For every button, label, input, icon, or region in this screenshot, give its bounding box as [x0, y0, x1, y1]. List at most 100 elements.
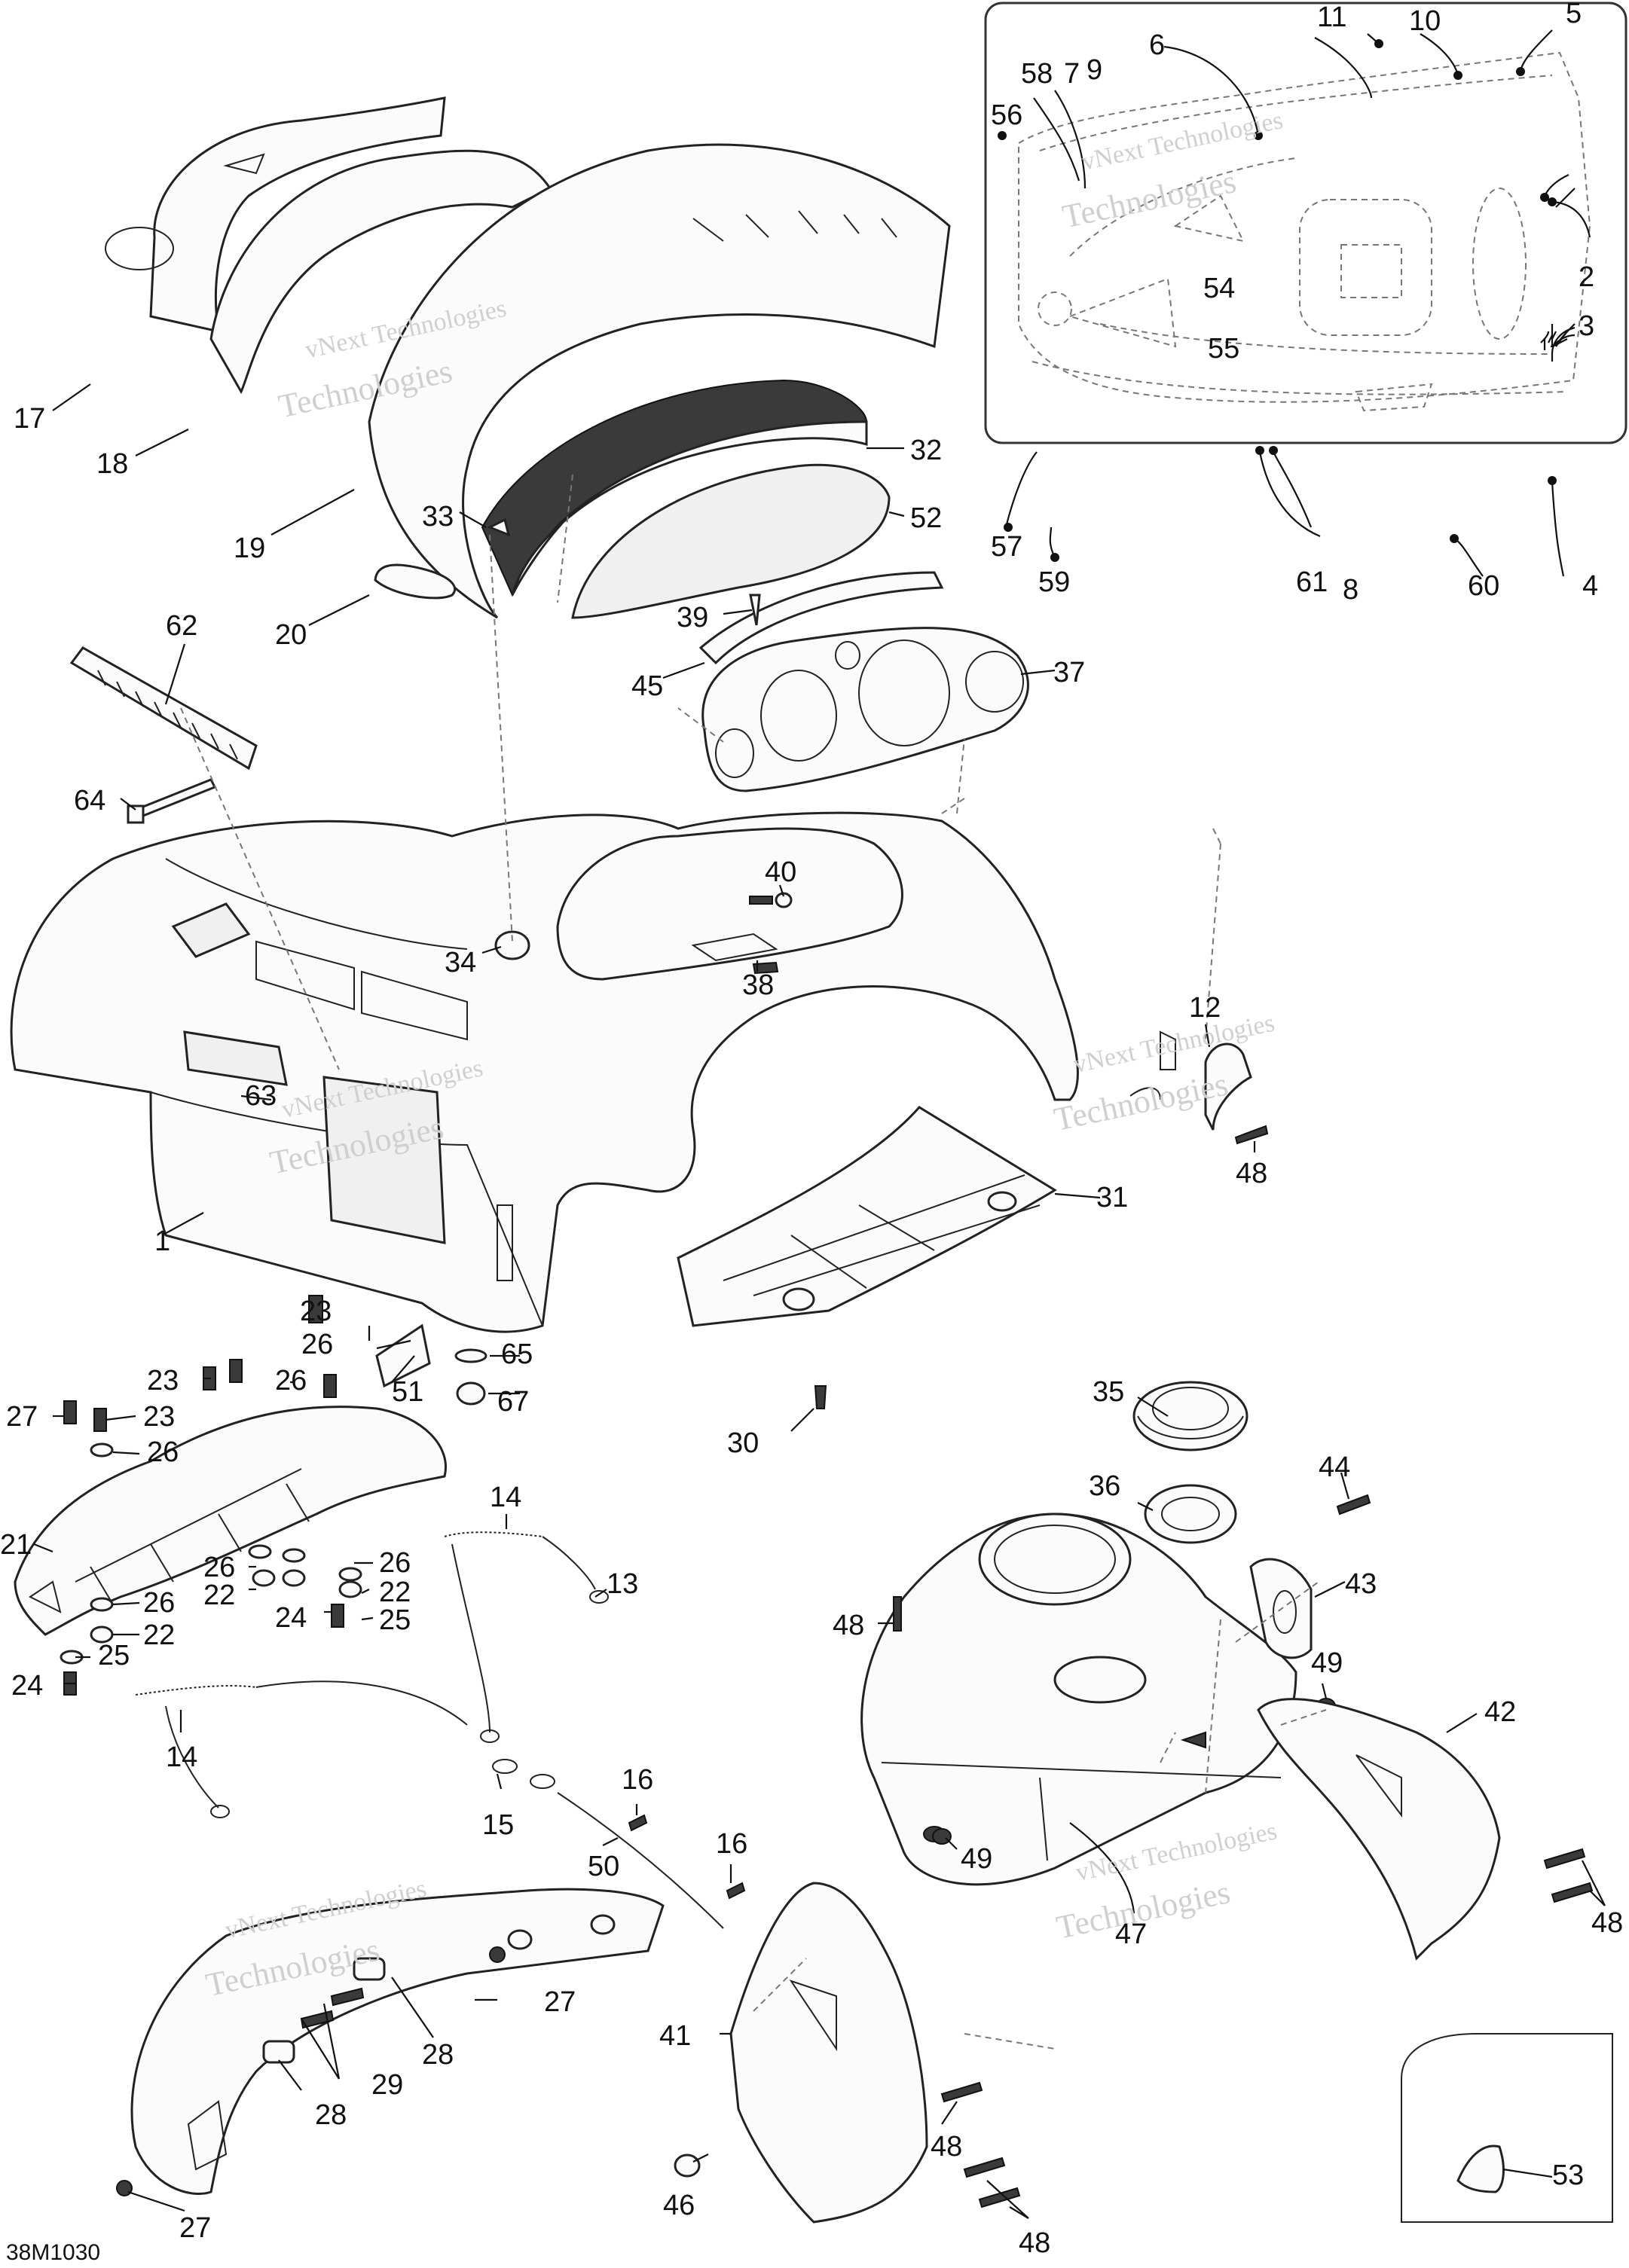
callout-37: 37	[1053, 657, 1085, 688]
callout-26-c: 26	[147, 1436, 179, 1468]
callout-26-d: 26	[379, 1547, 411, 1579]
callout-23-c: 23	[143, 1401, 175, 1433]
callout-33: 33	[422, 501, 454, 533]
callout-16-a: 16	[622, 1764, 653, 1796]
callout-47: 47	[1115, 1918, 1147, 1950]
callout-28-a: 28	[422, 2039, 454, 2071]
side-panel-42	[1257, 1698, 1501, 1961]
callout-25-a: 25	[379, 1604, 411, 1636]
callout-44: 44	[1319, 1451, 1350, 1483]
callout-56: 56	[991, 99, 1022, 131]
callout-21: 21	[0, 1529, 32, 1561]
bracket-51	[375, 1323, 431, 1388]
cap-detail-circle	[1401, 2033, 1613, 2223]
callout-2: 2	[1579, 261, 1594, 293]
callout-40: 40	[765, 856, 796, 888]
callout-53: 53	[1552, 2160, 1584, 2191]
screw-30	[814, 1385, 827, 1409]
bumper-assembly	[130, 1888, 665, 2195]
callout-58: 58	[1021, 58, 1053, 90]
callout-3: 3	[1579, 310, 1594, 342]
callout-26-a: 26	[301, 1329, 333, 1360]
plug-46	[674, 2154, 701, 2178]
callout-18: 18	[96, 448, 128, 480]
callout-22-c: 22	[143, 1619, 175, 1651]
decal-inset-panel	[984, 2, 1627, 577]
callout-35: 35	[1093, 1376, 1124, 1408]
callout-20: 20	[275, 619, 307, 651]
callout-4: 4	[1582, 570, 1598, 602]
callout-48-a: 48	[1236, 1158, 1267, 1189]
callout-7: 7	[1064, 58, 1080, 90]
callout-22-b: 22	[203, 1580, 235, 1611]
callout-26-b: 26	[275, 1365, 307, 1397]
callout-15: 15	[482, 1809, 514, 1841]
callout-5: 5	[1566, 0, 1582, 29]
rod-50	[557, 1792, 724, 1929]
callout-59: 59	[1038, 566, 1070, 598]
callout-11: 11	[1317, 2, 1346, 33]
clip-16	[628, 1814, 746, 1900]
callout-42: 42	[1484, 1696, 1516, 1728]
screw-64	[127, 778, 217, 824]
hood-liner-17	[105, 96, 446, 333]
callout-38: 38	[742, 969, 774, 1001]
callout-1: 1	[154, 1226, 170, 1257]
callout-24-b: 24	[11, 1670, 43, 1702]
callout-63: 63	[245, 1080, 277, 1112]
housing-47	[860, 1513, 1297, 1886]
callout-23-b: 23	[147, 1365, 179, 1397]
washer-65	[454, 1348, 487, 1363]
hardware-stack	[60, 1295, 362, 1696]
callout-41: 41	[659, 2020, 691, 2052]
trim-strip-45	[698, 571, 944, 665]
support-bracket-21	[14, 1406, 447, 1636]
callout-12: 12	[1189, 992, 1221, 1024]
callout-64: 64	[74, 785, 105, 817]
callout-27-a: 27	[6, 1401, 38, 1433]
bumper-fasteners	[116, 1946, 506, 2196]
callout-32: 32	[910, 435, 942, 466]
callout-48-c: 48	[1591, 1907, 1623, 1939]
callout-61: 61	[1296, 566, 1328, 598]
callout-6: 6	[1149, 29, 1165, 61]
callout-23-a: 23	[300, 1296, 332, 1327]
vent-grille-62	[69, 646, 258, 771]
callout-13: 13	[607, 1568, 638, 1600]
rivet-44	[1336, 1494, 1371, 1516]
callout-14-a: 14	[490, 1482, 521, 1513]
callout-67: 67	[497, 1386, 529, 1418]
callout-25-b: 25	[98, 1640, 130, 1671]
tray-31	[677, 1106, 1057, 1327]
callout-14-b: 14	[166, 1741, 197, 1773]
pad-52	[571, 463, 891, 619]
console-trim-32	[481, 379, 868, 597]
screw-39	[749, 594, 761, 626]
callout-34: 34	[445, 947, 476, 978]
callout-57: 57	[991, 531, 1022, 563]
nut-67	[456, 1381, 486, 1406]
callout-48-b: 48	[833, 1610, 864, 1641]
callout-28-b: 28	[315, 2099, 347, 2131]
callout-19: 19	[234, 533, 265, 564]
callout-49-b: 49	[961, 1843, 992, 1875]
callout-46: 46	[663, 2190, 695, 2221]
washer-40	[749, 892, 793, 908]
rivet-48b	[893, 1596, 902, 1632]
callout-31: 31	[1096, 1182, 1128, 1213]
callout-36: 36	[1089, 1470, 1120, 1502]
inset-leaders	[998, 29, 1591, 577]
callout-8: 8	[1343, 574, 1359, 606]
body-panel-1	[10, 811, 1176, 1333]
clip-20	[374, 563, 457, 600]
spring-cable-13	[444, 1531, 609, 1743]
callout-27-c: 27	[179, 2212, 211, 2244]
gauge-bezel-37	[701, 627, 1029, 792]
callout-51: 51	[392, 1376, 423, 1408]
rivets-48c	[1543, 1848, 1594, 1903]
callout-43: 43	[1345, 1568, 1377, 1600]
rivet-48a	[1234, 1125, 1269, 1145]
leader-lines	[33, 383, 1606, 2219]
